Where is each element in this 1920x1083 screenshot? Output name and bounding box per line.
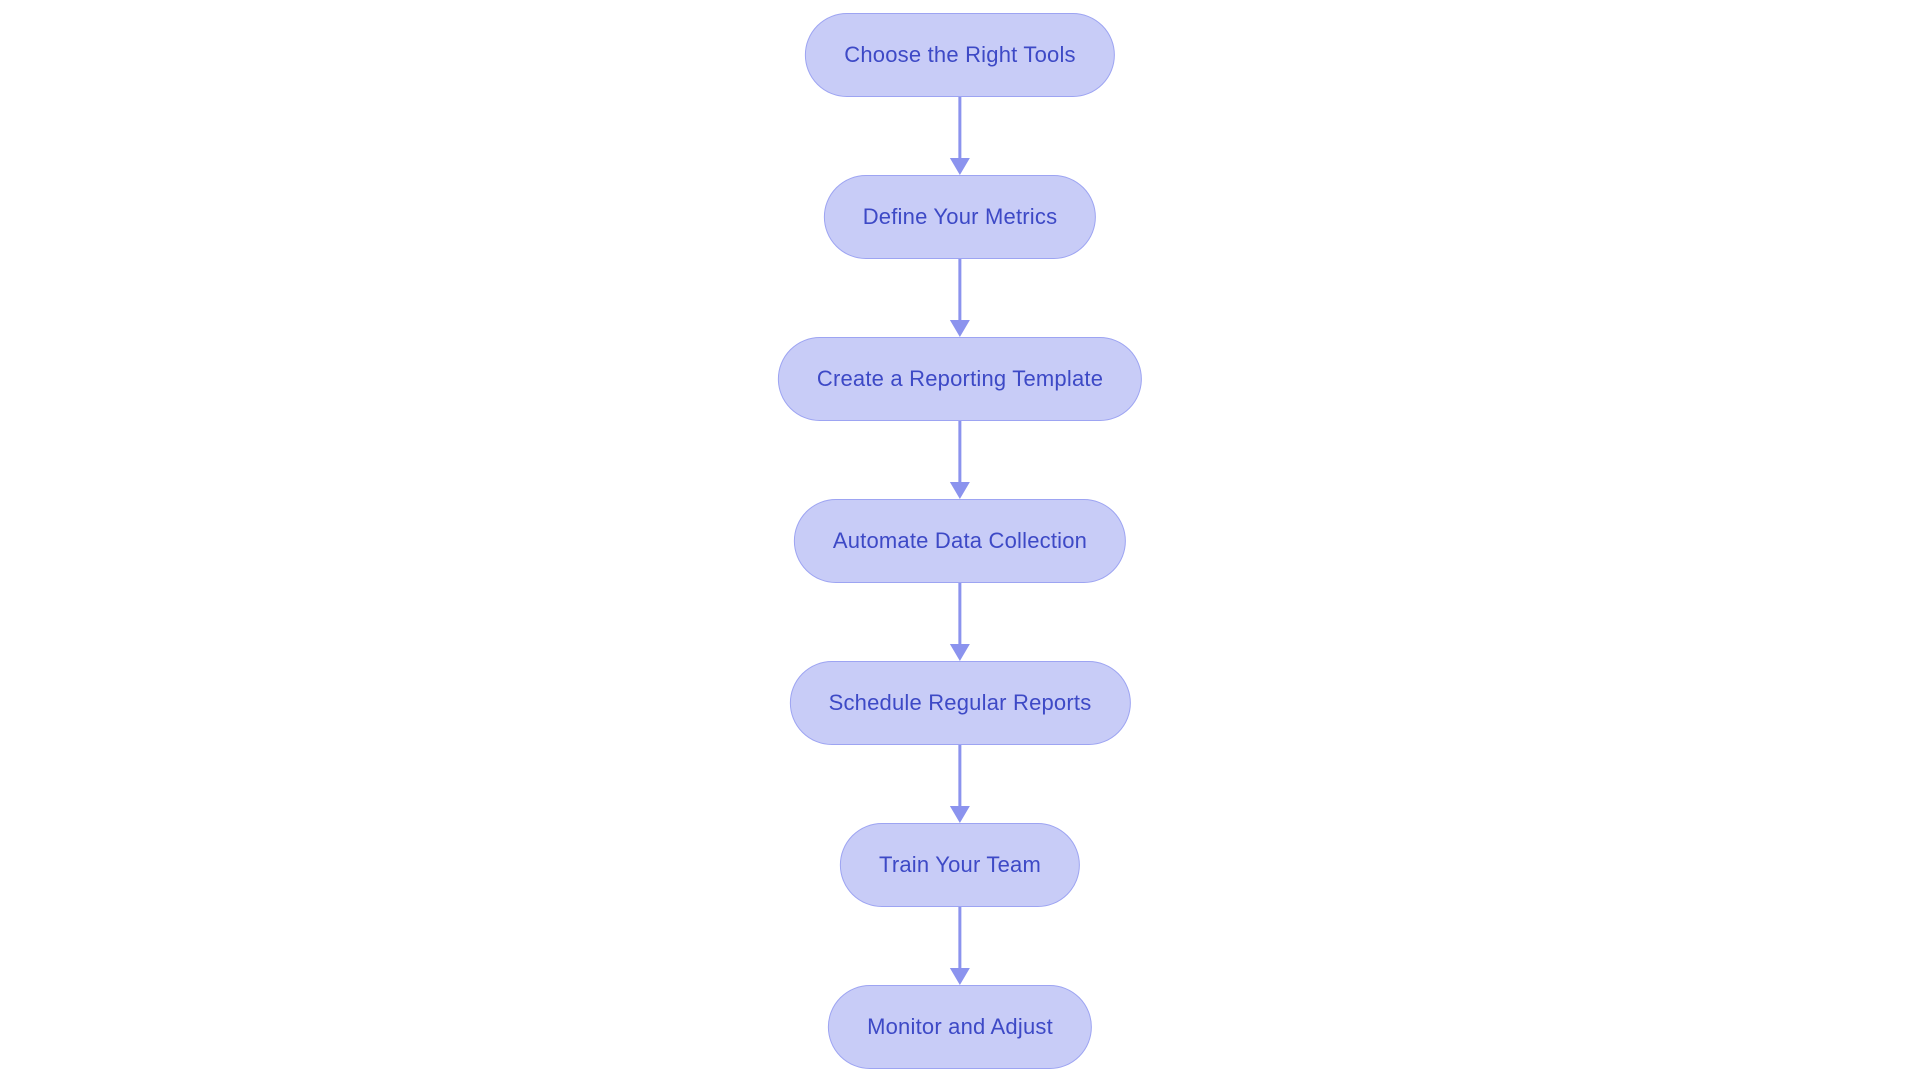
flow-node-train-your-team: Train Your Team (840, 823, 1080, 907)
flow-node-create-a-reporting-template: Create a Reporting Template (777, 337, 1143, 421)
arrow-down-icon (949, 421, 970, 499)
arrow-down-icon (949, 583, 970, 661)
arrow-down-icon (949, 907, 970, 985)
flow-node-label: Define Your Metrics (862, 204, 1058, 229)
flow-node-define-your-metrics: Define Your Metrics (823, 175, 1097, 259)
flow-node-label: Schedule Regular Reports (828, 690, 1092, 715)
flow-node-label: Automate Data Collection (832, 528, 1088, 553)
flow-node-monitor-and-adjust: Monitor and Adjust (828, 985, 1092, 1069)
flow-node-automate-data-collection: Automate Data Collection (793, 499, 1127, 583)
arrow-down-icon (949, 97, 970, 175)
flow-node-label: Choose the Right Tools (844, 42, 1076, 67)
flow-node-label: Create a Reporting Template (816, 366, 1104, 391)
arrow-down-icon (949, 259, 970, 337)
flow-node-label: Train Your Team (879, 852, 1041, 877)
flow-node-label: Monitor and Adjust (867, 1014, 1053, 1039)
flow-node-schedule-regular-reports: Schedule Regular Reports (789, 661, 1131, 745)
flowchart: Choose the Right Tools Define Your Metri… (777, 13, 1143, 1069)
arrow-down-icon (949, 745, 970, 823)
flow-node-choose-the-right-tools: Choose the Right Tools (805, 13, 1115, 97)
